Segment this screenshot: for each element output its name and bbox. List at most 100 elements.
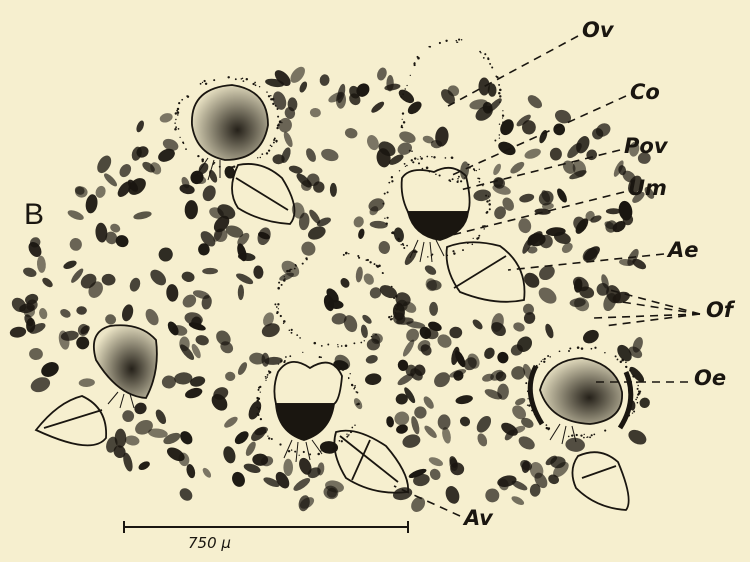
stipple-dot <box>341 345 343 347</box>
stipple-dot <box>265 378 266 379</box>
stipple-dot <box>412 161 414 163</box>
stipple-dot <box>213 79 215 81</box>
stipple-dot <box>291 269 292 270</box>
stipple-dot <box>396 295 398 297</box>
pore <box>132 401 148 417</box>
stipple-dot <box>410 75 411 76</box>
stipple-dot <box>257 157 258 158</box>
pore <box>9 326 27 339</box>
pore <box>195 334 210 347</box>
stipple-dot <box>458 39 460 41</box>
pore <box>236 361 249 377</box>
stipple-dot <box>404 88 406 90</box>
stipple-dot <box>473 168 475 170</box>
stipple-dot <box>268 372 270 374</box>
pore <box>41 276 55 289</box>
stipple-dot <box>274 137 276 139</box>
pore <box>174 372 193 385</box>
stipple-dot <box>289 330 291 332</box>
stipple-dot <box>384 218 385 219</box>
stipple-dot <box>496 76 498 78</box>
pore <box>431 369 453 390</box>
stipple-dot <box>270 95 271 96</box>
pore <box>235 271 255 286</box>
pore <box>76 306 87 315</box>
stipple-dot <box>637 402 639 404</box>
pore <box>320 147 340 163</box>
stipple-dot <box>418 162 420 164</box>
stipple-dot <box>284 276 285 277</box>
stipple-dot <box>468 164 470 166</box>
stipple-dot <box>291 449 292 450</box>
stipple-dot <box>353 388 355 390</box>
stipple-dot <box>265 380 266 381</box>
stipple-dot <box>261 153 263 155</box>
stipple-dot <box>175 119 176 120</box>
pore <box>36 255 46 273</box>
stipple-dot <box>426 156 428 158</box>
stipple-dot <box>185 148 187 150</box>
stipple-dot <box>320 357 322 359</box>
stipple-dot <box>439 42 441 44</box>
stipple-dot <box>473 238 474 239</box>
stipple-dot <box>541 360 543 362</box>
stipple-dot <box>491 66 493 68</box>
stipple-dot <box>197 155 199 157</box>
stipple-dot <box>621 359 624 362</box>
stipple-dot <box>498 92 500 94</box>
stipple-dot <box>499 95 501 97</box>
pore <box>184 200 198 220</box>
stipple-dot <box>272 98 275 101</box>
stipple-dot <box>472 244 474 246</box>
pore <box>133 210 153 221</box>
stipple-dot <box>527 398 528 399</box>
stipple-dot <box>411 159 413 161</box>
stipple-dot <box>345 344 348 347</box>
stipple-dot <box>397 238 400 241</box>
stipple-dot <box>280 360 282 362</box>
stipple-dot <box>395 312 397 314</box>
stipple-dot <box>382 272 384 274</box>
stipple-dot <box>391 316 393 318</box>
stipple-dot <box>214 162 216 164</box>
pore <box>339 276 352 289</box>
stipple-dot <box>458 176 460 178</box>
stipple-dot <box>546 427 548 429</box>
pore <box>428 455 445 467</box>
pore <box>355 266 364 283</box>
stipple-dot <box>294 268 296 270</box>
pore <box>498 117 517 138</box>
pore <box>428 467 443 482</box>
stipple-dot <box>411 150 413 152</box>
stipple-dot <box>494 140 496 142</box>
stipple-dot <box>278 363 279 364</box>
stipple-dot <box>420 156 421 157</box>
stipple-dot <box>489 63 491 65</box>
pore <box>166 284 179 302</box>
stipple-dot <box>396 308 398 310</box>
stipple-dot <box>348 253 349 254</box>
stipple-dot <box>539 363 540 364</box>
stipple-dot <box>343 254 345 256</box>
stipple-dot <box>340 367 342 369</box>
stipple-dot <box>260 157 261 158</box>
stipple-dot <box>402 93 404 95</box>
stipple-dot <box>544 358 546 360</box>
stipple-dot <box>272 103 274 105</box>
pore <box>104 313 118 326</box>
stipple-dot <box>387 217 389 219</box>
stipple-dot <box>638 391 640 393</box>
stipple-dot <box>391 180 393 182</box>
stipple-dot <box>543 361 545 363</box>
stipple-dot <box>583 437 585 439</box>
stipple-dot <box>289 355 291 357</box>
stipple-dot <box>594 347 596 349</box>
stipple-dot <box>584 434 585 435</box>
pore <box>484 487 501 504</box>
stipple-dot <box>280 315 282 317</box>
label-pov: Pov <box>624 136 668 157</box>
stipple-dot <box>445 157 447 159</box>
stipple-dot <box>235 78 237 80</box>
stipple-dot <box>258 387 260 389</box>
stipple-dot <box>266 91 267 92</box>
